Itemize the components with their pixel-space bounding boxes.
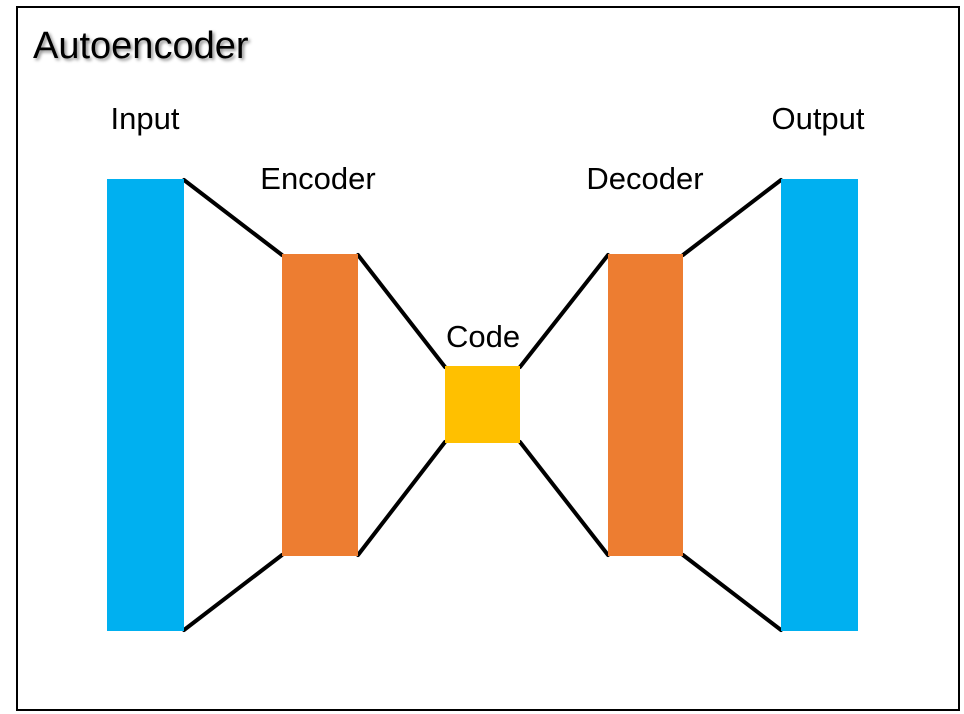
code-label: Code xyxy=(445,319,521,354)
input-block xyxy=(107,179,184,631)
input-label: Input xyxy=(110,101,180,136)
decoder-output-top-line xyxy=(681,178,783,257)
encoder-code-bottom-line xyxy=(356,440,447,557)
encoder-code-top-line xyxy=(356,253,447,369)
diagram-title: Autoencoder xyxy=(33,25,249,67)
code-decoder-bottom-line xyxy=(518,440,610,557)
output-block xyxy=(781,179,858,631)
decoder-block xyxy=(608,254,683,556)
decoder-label: Decoder xyxy=(586,161,704,196)
output-label: Output xyxy=(771,101,865,136)
decoder-output-bottom-line xyxy=(681,553,783,632)
input-encoder-bottom-line xyxy=(182,553,284,632)
encoder-block xyxy=(282,254,358,556)
code-block xyxy=(445,366,520,443)
input-encoder-top-line xyxy=(182,178,284,257)
encoder-label: Encoder xyxy=(260,161,376,196)
code-decoder-top-line xyxy=(518,253,610,369)
